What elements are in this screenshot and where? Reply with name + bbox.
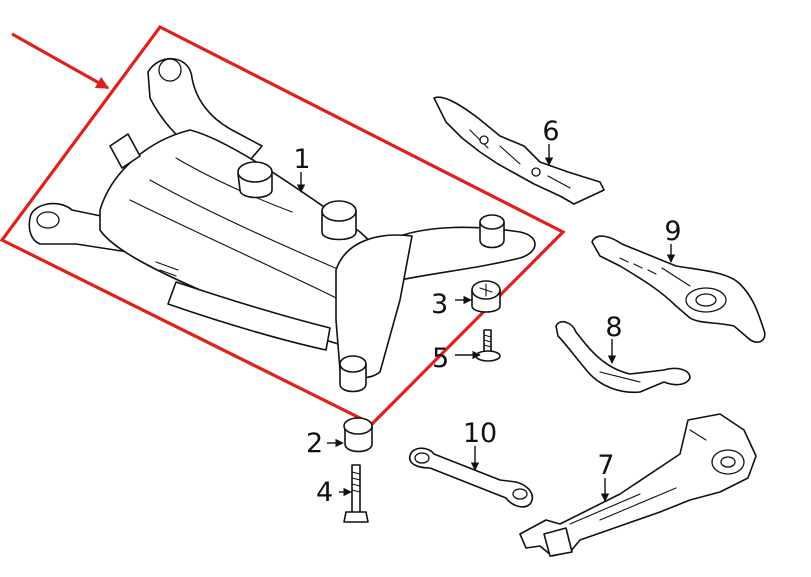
trailing-arm-part[interactable]	[519, 413, 757, 557]
bolt-long-part[interactable]	[343, 464, 369, 523]
leader-lines	[296, 144, 676, 502]
bushing-upper-part[interactable]	[471, 280, 501, 313]
lateral-link-part[interactable]	[408, 447, 534, 508]
callout-2: 2	[306, 428, 323, 459]
callout-5: 5	[432, 343, 449, 374]
callout-7: 7	[597, 450, 614, 481]
callout-1: 1	[293, 144, 310, 175]
callout-labels: 1 2 3 4 5 6 7 8 9 10	[293, 116, 681, 508]
callout-6: 6	[542, 116, 559, 147]
callout-10: 10	[463, 418, 497, 449]
lower-control-arm-part[interactable]	[591, 235, 766, 343]
bushing-lower-part[interactable]	[343, 417, 373, 453]
bolt-short-part[interactable]	[475, 329, 501, 362]
callout-9: 9	[664, 216, 681, 247]
bracket-part[interactable]	[433, 96, 605, 205]
callout-3: 3	[431, 289, 448, 320]
upper-control-arm-part[interactable]	[555, 320, 691, 394]
subframe-part[interactable]	[28, 57, 536, 393]
callout-8: 8	[605, 312, 622, 343]
callout-4: 4	[316, 477, 333, 508]
